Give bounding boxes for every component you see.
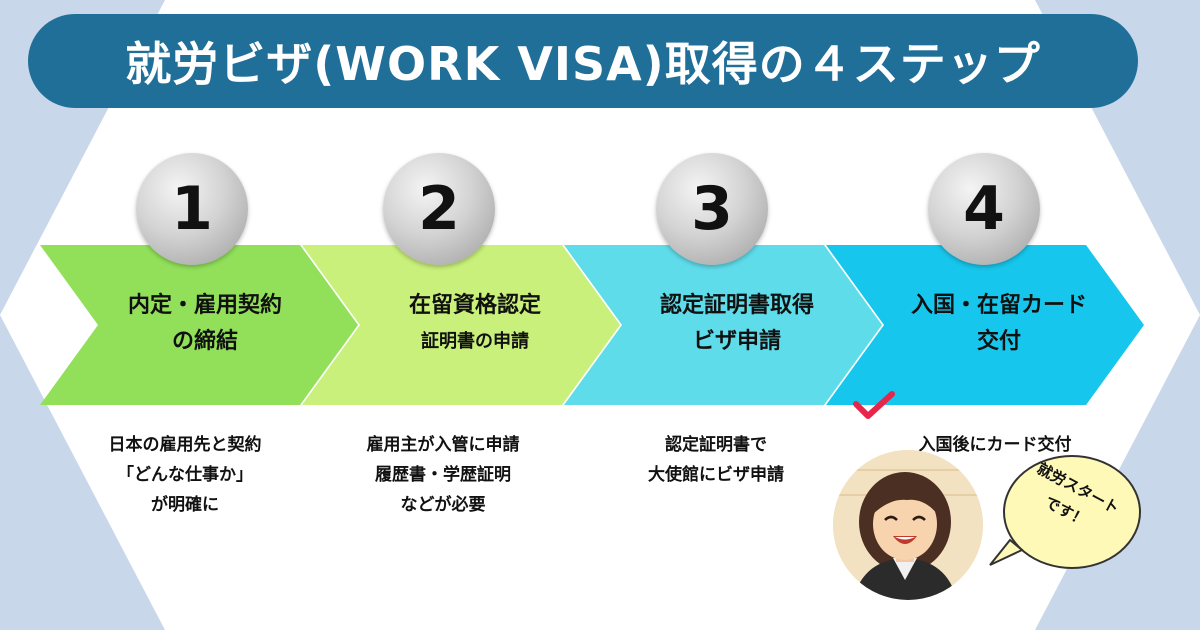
step3-number-circle: 3 — [656, 153, 768, 265]
step1-desc-line: が明確に — [151, 495, 219, 515]
step2-label-line1: 在留資格認定 — [408, 293, 541, 318]
step4-label: 入国・在留カード 交付 — [884, 288, 1114, 360]
step2-number-circle: 2 — [383, 153, 495, 265]
step1-number-circle: 1 — [136, 153, 248, 265]
step2-desc-line: 履歴書・学歴証明 — [375, 465, 511, 485]
step3-description: 認定証明書で 大使館にビザ申請 — [596, 430, 836, 490]
step1-label-line1: 内定・雇用契約 — [127, 293, 282, 318]
step1-description: 日本の雇用先と契約 「どんな仕事か」 が明確に — [60, 430, 310, 520]
step2-arrow — [302, 245, 620, 405]
step3-desc-line: 認定証明書で — [665, 435, 767, 455]
page-title: 就労ビザ(WORK VISA)取得の４ステップ — [28, 14, 1138, 108]
step2-description: 雇用主が入管に申請 履歴書・学歴証明 などが必要 — [318, 430, 568, 520]
step4-label-line1: 入国・在留カード — [910, 293, 1087, 318]
step3-desc-line: 大使館にビザ申請 — [648, 465, 784, 485]
step4-label-line2: 交付 — [976, 329, 1021, 354]
step1-desc-line: 「どんな仕事か」 — [117, 465, 253, 485]
smiling-woman-avatar — [833, 450, 983, 600]
step1-label-line2: の締結 — [171, 329, 238, 354]
step2-desc-line: 雇用主が入管に申請 — [366, 435, 520, 455]
step2-label: 在留資格認定 証明書の申請 — [360, 288, 590, 360]
step1-label: 内定・雇用契約 の締結 — [95, 288, 315, 360]
step3-label-line2: ビザ申請 — [692, 329, 781, 354]
step3-label: 認定証明書取得 ビザ申請 — [622, 288, 852, 360]
step2-desc-line: などが必要 — [400, 495, 486, 515]
step1-arrow — [40, 245, 358, 405]
speech-bubble — [989, 455, 1141, 569]
step3-label-line1: 認定証明書取得 — [659, 293, 814, 318]
step4-desc-line: 入国後にカード交付 — [918, 435, 1072, 455]
step4-arrow — [826, 245, 1144, 405]
step4-description: 入国後にカード交付 — [870, 430, 1120, 460]
avatar-illustration — [833, 450, 983, 600]
step4-number-circle: 4 — [928, 153, 1040, 265]
step2-label-line2: 証明書の申請 — [421, 331, 529, 352]
step1-desc-line: 日本の雇用先と契約 — [108, 435, 262, 455]
step3-arrow — [564, 245, 882, 405]
check-icon — [853, 391, 895, 419]
